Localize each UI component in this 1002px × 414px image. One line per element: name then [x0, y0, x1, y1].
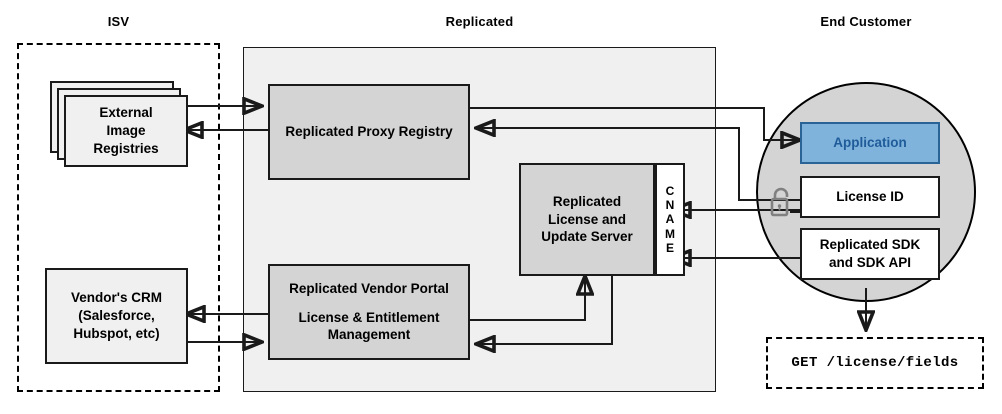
zone-label-replicated: Replicated — [445, 14, 514, 29]
cname-letter: N — [665, 198, 675, 213]
node-api-call[interactable]: GET /license/fields — [766, 337, 984, 389]
cname-letter: C — [665, 184, 675, 199]
cname-letter: E — [665, 240, 674, 255]
node-line: Replicated — [552, 193, 622, 209]
node-external-image-registries[interactable]: External Image Registries — [64, 95, 188, 167]
node-line: Vendor's CRM — [71, 290, 162, 306]
node-license-id[interactable]: License ID — [800, 176, 940, 218]
cname-letter: A — [665, 212, 675, 227]
node-replicated-vendor-portal[interactable]: Replicated Vendor Portal License & Entit… — [268, 264, 470, 360]
node-line: Update Server — [541, 229, 633, 245]
node-line: Replicated SDK — [819, 237, 921, 253]
node-line: Replicated Vendor Portal — [289, 280, 449, 296]
node-line: (Salesforce, — [78, 308, 155, 324]
node-cname-strip[interactable]: C N A M E — [655, 163, 685, 276]
node-replicated-license-update-server[interactable]: Replicated License and Update Server — [519, 163, 655, 276]
node-line: License & Entitlement — [298, 309, 440, 325]
node-line: Registries — [93, 140, 159, 156]
node-line: License and — [547, 211, 627, 227]
zone-isv-boundary — [17, 43, 220, 392]
zone-label-isv: ISV — [107, 14, 130, 29]
unlocked-padlock-icon — [767, 184, 795, 220]
api-call-text: GET /license/fields — [791, 355, 959, 371]
cname-letter: M — [665, 226, 675, 241]
node-line: License ID — [836, 189, 904, 205]
node-replicated-proxy-registry[interactable]: Replicated Proxy Registry — [268, 84, 470, 180]
node-line: and SDK API — [828, 255, 911, 270]
zone-label-end-customer: End Customer — [820, 14, 912, 29]
node-vendor-crm[interactable]: Vendor's CRM (Salesforce, Hubspot, etc) — [45, 268, 188, 364]
node-line: Image — [106, 123, 146, 139]
node-line: External — [99, 105, 153, 121]
node-line: Application — [833, 135, 907, 151]
node-line: Replicated Proxy Registry — [285, 124, 453, 140]
node-line: Hubspot, etc) — [73, 325, 160, 341]
node-replicated-sdk[interactable]: Replicated SDK and SDK API — [800, 228, 940, 280]
node-line: Management — [327, 327, 411, 343]
node-application[interactable]: Application — [800, 122, 940, 164]
